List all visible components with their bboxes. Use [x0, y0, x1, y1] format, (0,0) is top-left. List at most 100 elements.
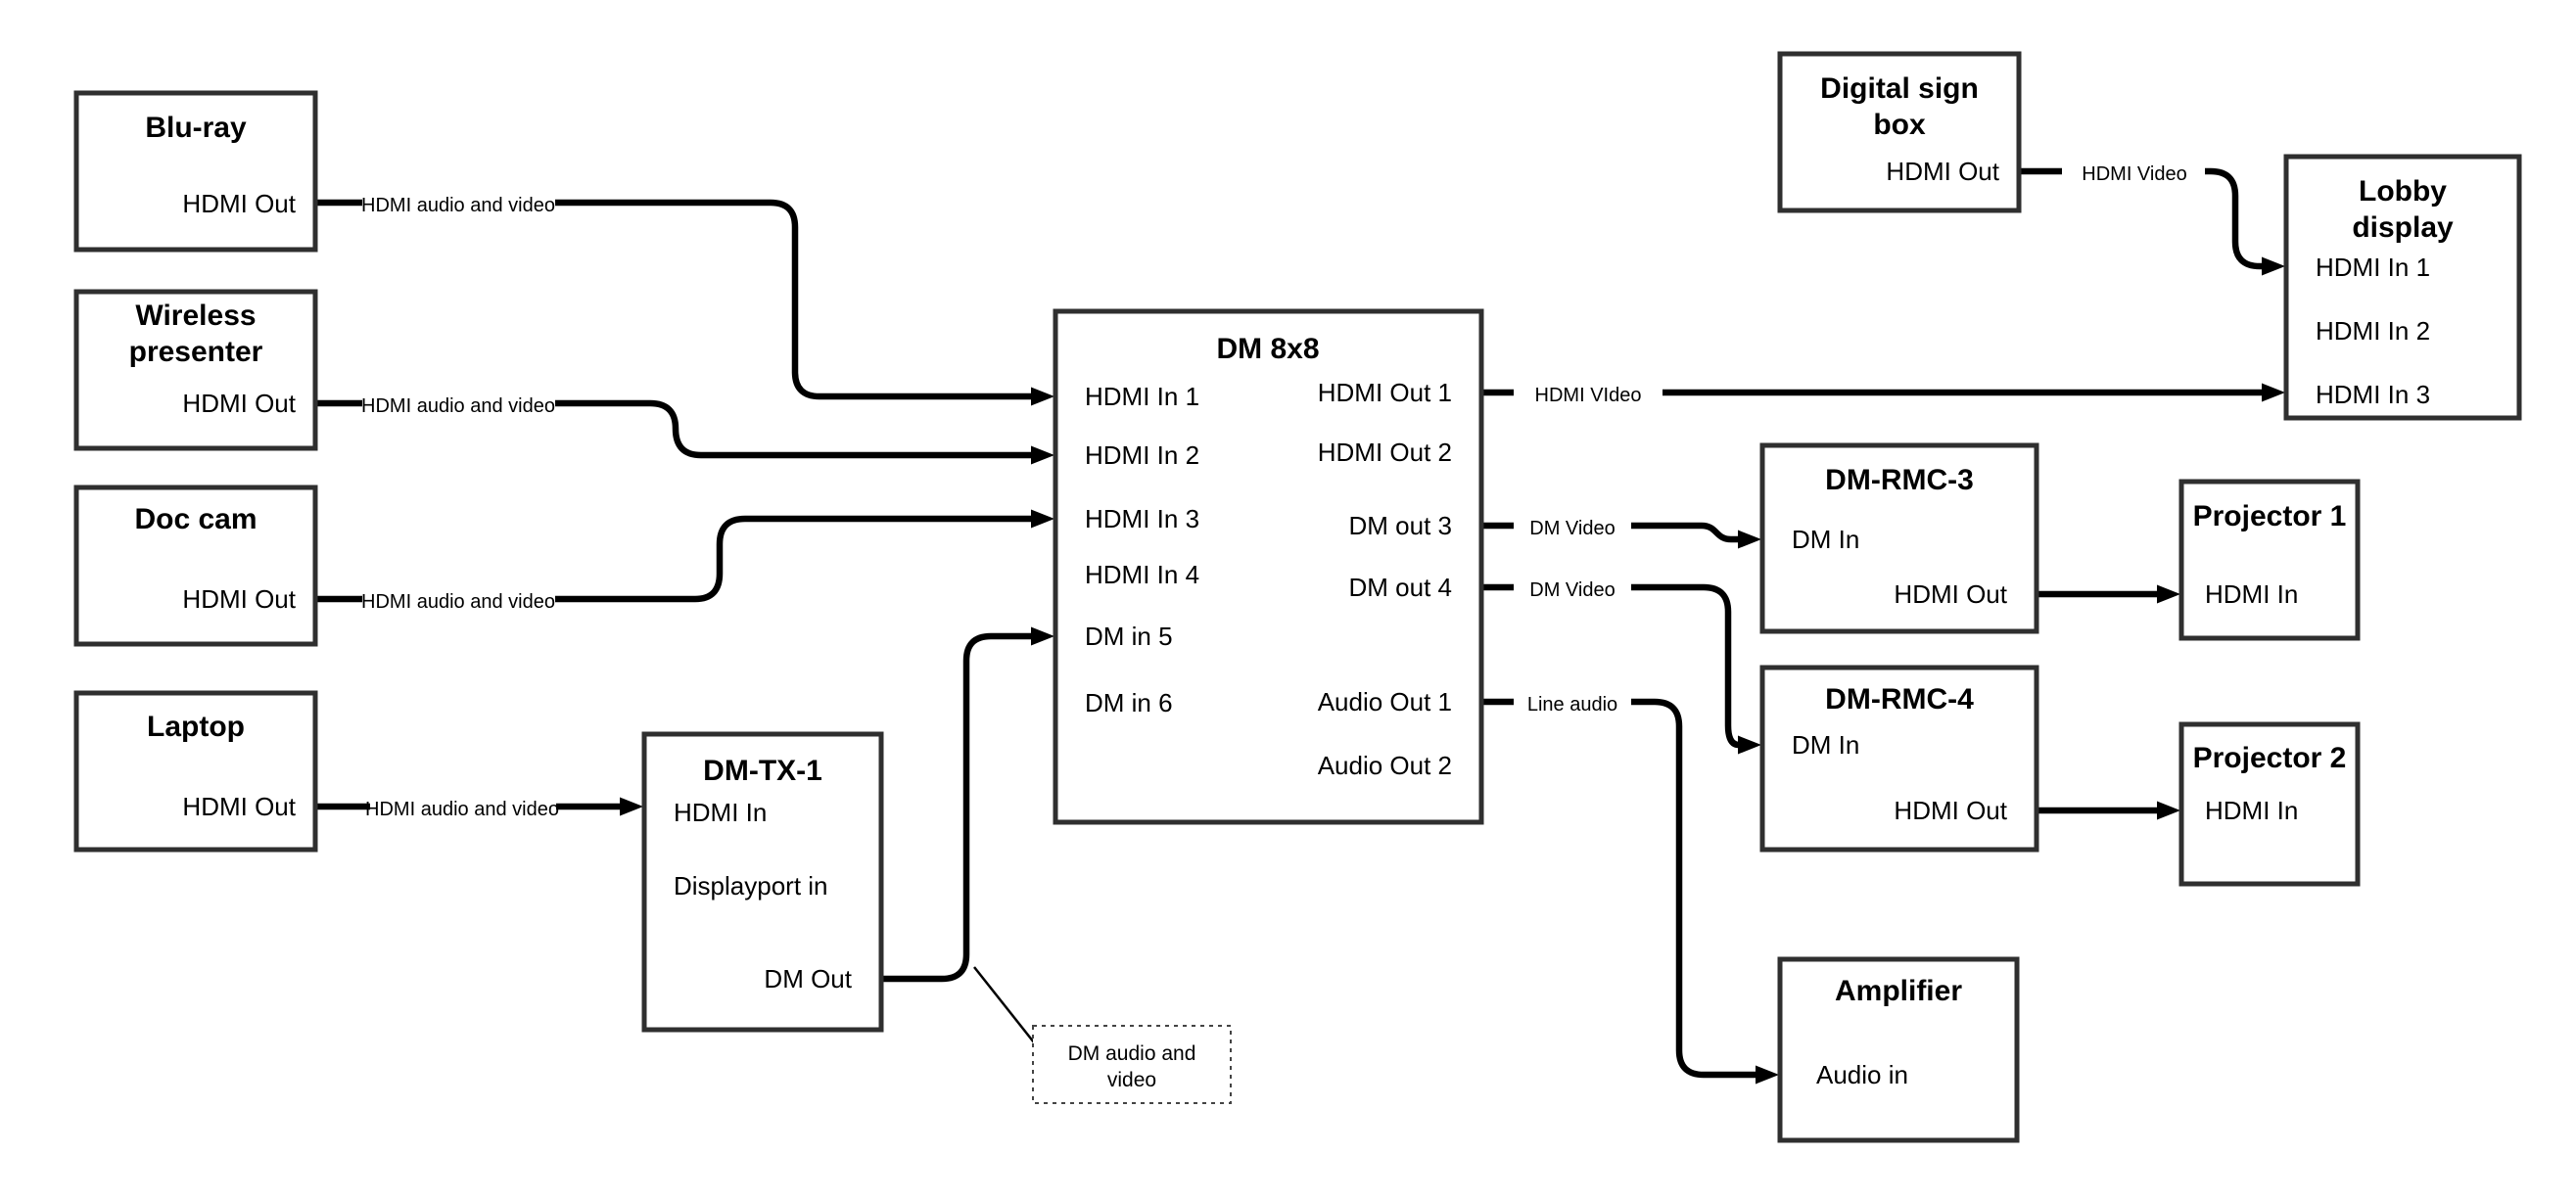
dm-8x8-port-audio-out-1: Audio Out 1	[1318, 687, 1452, 716]
dm-8x8-port-hdmi-in-3: HDMI In 3	[1085, 504, 1199, 533]
projector-2-port-hdmi-in: HDMI In	[2205, 796, 2298, 825]
dm-audio-video-note-leader-line	[973, 966, 1035, 1043]
edge-dm8x8-out4-to-rmc4-path	[1481, 583, 1739, 745]
edge-dm8x8-out1-to-lobby-in3: HDMI VIdeo	[1481, 385, 2263, 406]
edge-dm8x8-out3-to-rmc3: DM Video	[1481, 518, 1739, 539]
lobby-display-box	[2283, 154, 2522, 421]
dm-tx-1-box	[641, 731, 884, 1033]
dm-tx-1-port-displayport-in: Displayport in	[674, 871, 828, 901]
dm-8x8-box	[1053, 308, 1484, 825]
amplifier-port-audio-in: Audio in	[1816, 1060, 1908, 1089]
edge-blu-ray-to-dm8x8-in1-label: HDMI audio and video	[361, 195, 555, 216]
doc-cam-port-hdmi-out: HDMI Out	[182, 584, 296, 614]
node-dm-rmc-3: DM-RMC-3 DM In HDMI Out	[1759, 442, 2039, 634]
edge-doc-cam-to-dm8x8-in3-path	[315, 519, 1032, 603]
edge-dm8x8-out1-to-lobby-in3-label: HDMI VIdeo	[1535, 385, 1642, 406]
dm-rmc-3-port-dm-in: DM In	[1792, 525, 1859, 554]
edge-dm8x8-out3-to-rmc3-label: DM Video	[1529, 518, 1615, 539]
blu-ray-title: Blu-ray	[145, 112, 247, 144]
lobby-display-port-hdmi-in-1: HDMI In 1	[2316, 253, 2430, 282]
dm-8x8-port-hdmi-in-2: HDMI In 2	[1085, 440, 1199, 470]
edge-doc-cam-to-dm8x8-in3-label: HDMI audio and video	[361, 591, 555, 613]
dm-8x8-port-dm-out-4: DM out 4	[1349, 573, 1453, 602]
dm-rmc-3-title: DM-RMC-3	[1825, 464, 1974, 496]
dm-rmc-4-port-hdmi-out: HDMI Out	[1894, 796, 2007, 825]
edge-digital-sign-to-lobby-in1-path	[2019, 167, 2263, 266]
doc-cam-title: Doc cam	[134, 503, 257, 535]
dm-audio-video-note-box	[1032, 1025, 1232, 1104]
node-projector-1: Projector 1 HDMI In	[2178, 479, 2361, 641]
dm-rmc-4-box	[1759, 665, 2039, 853]
node-dm-rmc-4: DM-RMC-4 DM In HDMI Out	[1759, 665, 2039, 853]
edge-wireless-to-dm8x8-in2-path	[315, 399, 1032, 455]
edge-dm8x8-out4-to-rmc4: DM Video	[1481, 579, 1739, 745]
edge-blu-ray-to-dm8x8-in1: HDMI audio and video	[315, 195, 1032, 396]
dm-rmc-4-port-dm-in: DM In	[1792, 730, 1859, 760]
edge-dm-tx-1-to-dm8x8-in5-path	[881, 626, 1054, 983]
amplifier-title: Amplifier	[1835, 975, 1962, 1007]
dm-8x8-port-dm-in-5: DM in 5	[1085, 622, 1173, 651]
digital-sign-box-port-hdmi-out: HDMI Out	[1886, 157, 1999, 186]
dm-8x8-port-audio-out-2: Audio Out 2	[1318, 751, 1452, 780]
edge-wireless-to-dm8x8-in2: HDMI audio and video	[315, 395, 1032, 455]
dm-8x8-port-hdmi-out-1: HDMI Out 1	[1318, 378, 1452, 407]
projector-1-title: Projector 1	[2193, 500, 2347, 532]
edge-laptop-to-dm-tx-1-label: HDMI audio and video	[365, 799, 559, 820]
wireless-presenter-box	[73, 289, 318, 451]
dm-8x8-title: DM 8x8	[1216, 333, 1319, 365]
edge-dm8x8-audio1-to-amplifier-label: Line audio	[1527, 694, 1617, 716]
edge-doc-cam-to-dm8x8-in3: HDMI audio and video	[315, 519, 1032, 613]
projector-1-port-hdmi-in: HDMI In	[2205, 579, 2298, 609]
wireless-presenter-port-hdmi-out: HDMI Out	[182, 389, 296, 418]
doc-cam-box	[73, 485, 318, 647]
edge-dm-tx-1-to-dm8x8-in5	[881, 626, 1054, 983]
digital-sign-box-box	[1777, 51, 2022, 213]
dm-8x8-port-hdmi-in-4: HDMI In 4	[1085, 560, 1199, 589]
edge-dm8x8-audio1-to-amplifier: Line audio	[1481, 694, 1756, 1075]
dm-tx-1-port-hdmi-in: HDMI In	[674, 798, 767, 827]
edge-digital-sign-to-lobby-in1-label: HDMI Video	[2082, 163, 2186, 185]
edge-dm8x8-out4-to-rmc4-label: DM Video	[1529, 579, 1615, 601]
edge-dm8x8-audio1-to-amplifier-path	[1481, 698, 1756, 1075]
dm-tx-1-port-dm-out: DM Out	[764, 964, 852, 993]
dm-rmc-4-title: DM-RMC-4	[1825, 683, 1974, 716]
lobby-display-port-hdmi-in-3: HDMI In 3	[2316, 380, 2430, 409]
projector-1-box	[2178, 479, 2361, 641]
laptop-port-hdmi-out: HDMI Out	[182, 792, 296, 821]
edge-dm8x8-out3-to-rmc3-path	[1481, 526, 1739, 539]
dm-8x8-port-hdmi-out-2: HDMI Out 2	[1318, 438, 1452, 467]
laptop-title: Laptop	[147, 711, 245, 743]
dm-rmc-3-port-hdmi-out: HDMI Out	[1894, 579, 2007, 609]
laptop-box	[73, 690, 318, 853]
dm-8x8-port-hdmi-in-1: HDMI In 1	[1085, 382, 1199, 411]
projector-2-box	[2178, 721, 2361, 887]
lobby-display-port-hdmi-in-2: HDMI In 2	[2316, 316, 2430, 346]
amplifier-box	[1777, 956, 2020, 1143]
projector-2-title: Projector 2	[2193, 742, 2347, 774]
edge-digital-sign-to-lobby-in1: HDMI Video	[2019, 163, 2263, 266]
edge-wireless-to-dm8x8-in2-label: HDMI audio and video	[361, 395, 555, 417]
dm-rmc-3-box	[1759, 442, 2039, 634]
edge-blu-ray-to-dm8x8-in1-path	[315, 199, 1032, 396]
dm-8x8-port-dm-in-6: DM in 6	[1085, 688, 1173, 717]
node-projector-2: Projector 2 HDMI In	[2178, 721, 2361, 887]
blu-ray-port-hdmi-out: HDMI Out	[182, 189, 296, 218]
edge-laptop-to-dm-tx-1: HDMI audio and video	[315, 799, 621, 820]
blu-ray-box	[73, 90, 318, 253]
